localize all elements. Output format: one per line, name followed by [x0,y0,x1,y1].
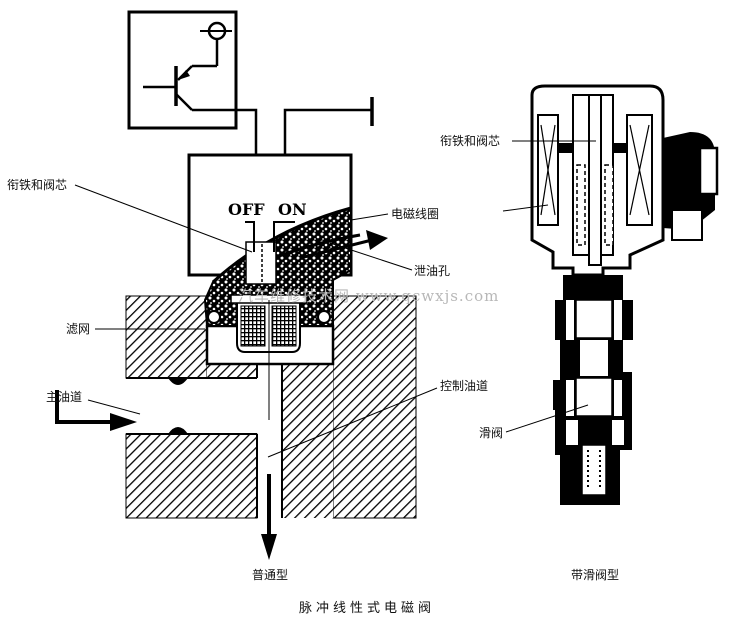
label-main-oil-passage: 主油道 [46,390,83,404]
off-label: OFF [228,200,265,219]
label-armature-valve-core-right: 衔铁和阀芯 [440,134,501,148]
normal-type-valve [55,153,417,560]
label-drain-hole: 泄油孔 [414,264,451,278]
label-armature-valve-core-left: 衔铁和阀芯 [7,178,68,192]
caption-normal-type: 普通型 [252,568,289,582]
leader-lines [74,140,596,458]
diagram-title: 脉冲线性式电磁阀 [299,601,436,616]
watermark: 汽车维修技术网 www.qcwxjs.com [238,287,500,305]
label-control-oil-passage: 控制油道 [440,379,489,393]
spool-type-valve [530,84,719,505]
label-spool-valve: 滑阀 [479,426,504,440]
on-label: ON [278,200,307,219]
caption-spool-type: 带滑阀型 [571,568,620,582]
label-filter-screen: 滤网 [66,322,91,336]
transistor-control-circuit [127,10,374,155]
label-solenoid-coil: 电磁线圈 [391,207,440,221]
